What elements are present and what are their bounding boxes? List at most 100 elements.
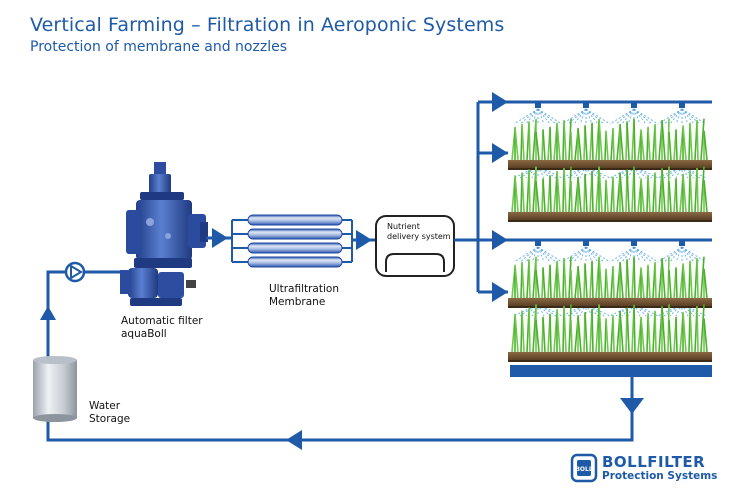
spray-mist: [681, 303, 695, 317]
spray-mist: [633, 108, 641, 125]
spray-nozzle-icon: [535, 102, 541, 108]
spray-mist: [669, 246, 683, 263]
spray-mist: [609, 108, 635, 125]
spray-mist: [537, 165, 551, 179]
nutrient-delivery-label: Nutrient delivery system: [387, 222, 451, 241]
automatic-filter-image: [120, 162, 208, 306]
spray-mist: [573, 108, 587, 125]
spray-mist: [633, 108, 653, 125]
soil-tray: [508, 352, 712, 360]
spray-nozzle-icon: [631, 102, 637, 108]
spray-nozzle-icon: [631, 240, 637, 246]
spray-mist: [579, 246, 587, 263]
spray-mist: [585, 108, 599, 125]
spray-mist: [681, 165, 695, 179]
spray-mist: [663, 246, 683, 263]
collection-tray: [510, 365, 712, 377]
spray-mist: [633, 108, 647, 125]
water-storage-label: Water Storage: [89, 400, 131, 425]
page-title: Vertical Farming – Filtration in Aeropon…: [30, 14, 505, 36]
spray-mist: [621, 303, 635, 317]
automatic-filter-label: Automatic filter aquaBoll: [121, 315, 203, 340]
spray-mist: [681, 108, 707, 125]
spray-nozzle-icon: [679, 240, 685, 246]
spray-mist: [621, 246, 635, 263]
spray-mist: [633, 246, 647, 263]
arrow-up-icon: [40, 306, 56, 320]
spray-mist: [681, 246, 689, 263]
spray-mist: [609, 246, 635, 263]
spray-mist: [615, 246, 635, 263]
arrow-right-icon: [492, 92, 508, 112]
page-subtitle: Protection of membrane and nozzles: [30, 39, 287, 55]
arrow-right-icon: [212, 228, 228, 248]
spray-mist: [669, 303, 683, 317]
spray-mist: [681, 246, 707, 263]
spray-mist: [627, 246, 635, 263]
spray-mist: [585, 108, 605, 125]
spray-mist: [537, 108, 557, 125]
pump-icon: [64, 261, 86, 283]
spray-mist: [525, 165, 539, 179]
spray-mist: [573, 303, 587, 317]
arrow-down-icon: [620, 398, 644, 414]
svg-text:BOLL: BOLL: [575, 466, 592, 473]
spray-mist: [537, 303, 551, 317]
spray-mist: [513, 246, 539, 263]
arrow-right-icon: [356, 230, 372, 250]
spray-mist: [537, 246, 545, 263]
spray-mist: [675, 108, 683, 125]
spray-mist: [669, 165, 683, 179]
spray-mist: [537, 246, 557, 263]
spray-nozzle-icon: [583, 102, 589, 108]
spray-mist: [657, 108, 683, 125]
spray-mist: [633, 165, 647, 179]
spray-mist: [633, 246, 659, 263]
spray-mist: [615, 108, 635, 125]
spray-mist: [573, 165, 587, 179]
soil-tray: [508, 160, 712, 168]
spray-mist: [633, 303, 647, 317]
arrow-left-icon: [286, 430, 302, 450]
water-storage-tank: [33, 356, 77, 422]
spray-mist: [633, 246, 653, 263]
spray-mist: [537, 108, 551, 125]
bollfilter-logo: BOLLFILTER Protection Systems: [602, 453, 718, 483]
spray-mist: [585, 246, 593, 263]
spray-mist: [669, 108, 683, 125]
spray-mist: [561, 246, 587, 263]
spray-mist: [681, 108, 695, 125]
spray-mist: [513, 108, 539, 125]
spray-mist: [585, 246, 605, 263]
spray-mist: [573, 246, 587, 263]
spray-nozzle-icon: [535, 240, 541, 246]
spray-mist: [525, 246, 539, 263]
ultrafiltration-membrane: [231, 214, 353, 268]
arrow-right-icon: [492, 143, 508, 163]
spray-mist: [663, 108, 683, 125]
spray-nozzle-icon: [679, 102, 685, 108]
spray-mist: [531, 108, 539, 125]
spray-mist: [561, 108, 587, 125]
spray-mist: [585, 246, 611, 263]
spray-mist: [537, 108, 563, 125]
nutrient-delivery-box: [375, 215, 455, 277]
arrow-right-icon: [492, 230, 508, 250]
soil-tray: [508, 212, 712, 220]
spray-mist: [537, 246, 551, 263]
spray-mist: [681, 108, 689, 125]
spray-mist: [633, 108, 659, 125]
spray-mist: [531, 246, 539, 263]
spray-mist: [579, 108, 587, 125]
spray-mist: [537, 246, 563, 263]
spray-nozzle-icon: [583, 240, 589, 246]
spray-mist: [621, 108, 635, 125]
grow-racks: [508, 102, 712, 362]
spray-mist: [585, 108, 593, 125]
soil-tray: [508, 298, 712, 306]
spray-mist: [621, 165, 635, 179]
spray-mist: [657, 246, 683, 263]
arrow-right-icon: [492, 282, 508, 302]
spray-mist: [585, 246, 599, 263]
